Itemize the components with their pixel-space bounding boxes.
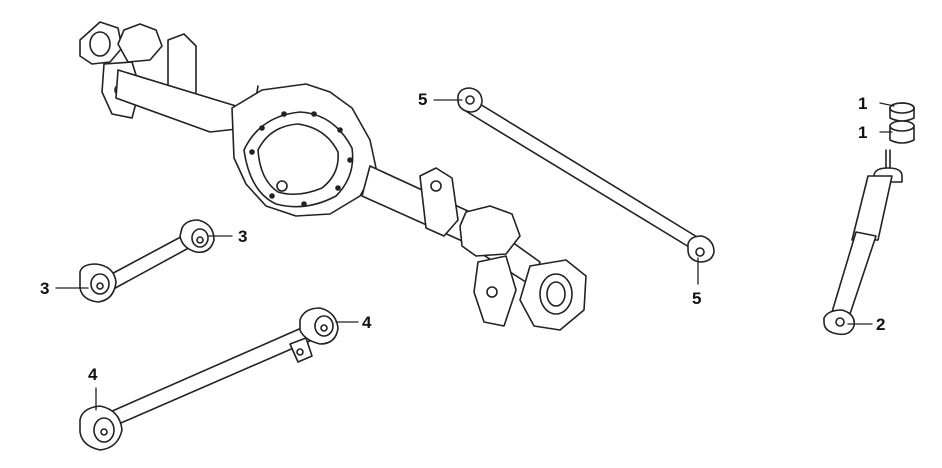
callout-1-upper-bushing: 1 bbox=[858, 94, 868, 113]
shock-absorber bbox=[823, 149, 903, 336]
upper-control-arm bbox=[79, 219, 215, 303]
leader-lines bbox=[55, 99, 895, 411]
callout-3-upper-arm-right: 3 bbox=[238, 227, 248, 246]
callout-5-rod-left: 5 bbox=[418, 90, 428, 109]
callout-4-lower-arm-left: 4 bbox=[88, 365, 98, 384]
callout-2-shock-absorber: 2 bbox=[876, 315, 886, 334]
callout-1-lower-bushing: 1 bbox=[858, 123, 868, 142]
lateral-rod bbox=[457, 87, 715, 263]
bushing-lower bbox=[889, 120, 915, 144]
lower-control-arm bbox=[79, 307, 339, 451]
rear-axle-housing bbox=[79, 21, 587, 331]
callout-4-lower-arm-right: 4 bbox=[362, 313, 372, 332]
callout-5-rod-right: 5 bbox=[692, 289, 702, 308]
callout-3-upper-arm-left: 3 bbox=[40, 279, 50, 298]
